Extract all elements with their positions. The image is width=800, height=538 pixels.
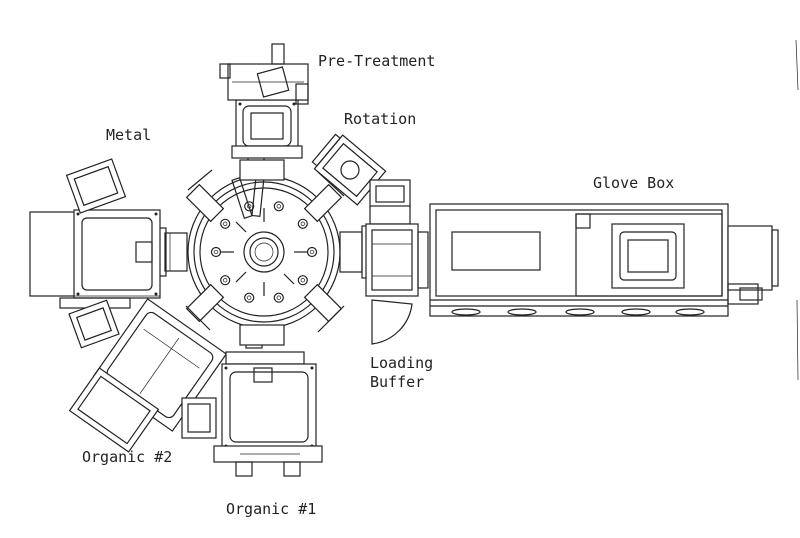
label-organic-2: Organic #2 — [82, 448, 173, 466]
bolt-hole-inner — [276, 204, 281, 209]
label-pre-treatment: Pre-Treatment — [318, 52, 436, 70]
bolt-hole — [297, 218, 308, 229]
bolt-hole-inner — [300, 221, 305, 226]
bolt-hole — [297, 275, 308, 286]
bolt-hole-inner — [276, 295, 281, 300]
bolt-hole-inner — [309, 249, 315, 255]
chamber-ports — [157, 159, 371, 346]
label-loading-buffer-line2: Buffer — [370, 373, 425, 391]
bolt-hole — [220, 275, 231, 286]
bolt-hole — [273, 201, 284, 212]
glove-box — [429, 203, 779, 317]
loading-buffer-module — [365, 223, 429, 345]
rotation-module — [311, 133, 411, 225]
label-organic-1: Organic #1 — [226, 500, 317, 518]
central-transfer-chamber — [187, 154, 341, 349]
bolt-hole-inner — [247, 295, 252, 300]
label-loading-buffer-line1: Loading — [370, 354, 434, 372]
organic-2-module — [68, 298, 228, 453]
label-metal: Metal — [106, 126, 152, 144]
bolt-hole-inner — [213, 249, 219, 255]
bolt-hole — [244, 201, 255, 212]
bolt-hole-inner — [223, 278, 228, 283]
metal-module — [29, 158, 161, 309]
bolt-hole — [273, 292, 284, 303]
bolt-hole — [220, 218, 231, 229]
pre-treatment-module — [219, 43, 309, 159]
label-glove-box: Glove Box — [593, 174, 675, 192]
organic-1-module — [213, 351, 323, 477]
label-rotation: Rotation — [344, 110, 417, 128]
bolt-hole — [244, 292, 255, 303]
bolt-hole-inner — [300, 278, 305, 283]
bolt-hole-inner — [223, 221, 228, 226]
